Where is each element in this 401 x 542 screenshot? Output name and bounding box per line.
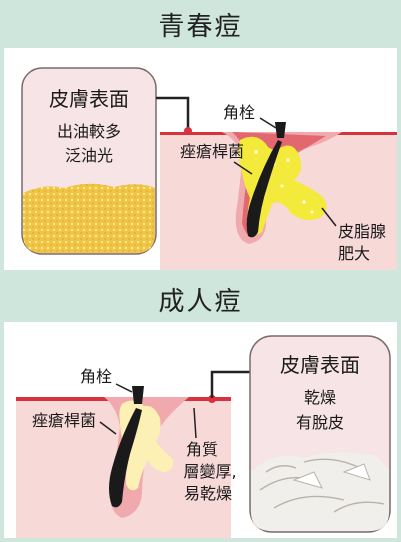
skin-box-line1: 乾燥	[304, 388, 336, 407]
keratin-label-line3: 易乾燥	[184, 484, 232, 503]
adult-title: 成人痘	[158, 287, 243, 317]
skin-box-title: 皮膚表面	[49, 87, 129, 111]
hair-follicle	[109, 408, 142, 508]
oily-skin-box	[21, 67, 157, 255]
gland-label-line1: 皮脂腺	[338, 222, 386, 241]
connector-dot	[208, 395, 216, 403]
skin-box-title: 皮膚表面	[280, 353, 360, 377]
bacteria-label: 痤瘡桿菌	[180, 142, 244, 161]
gland-label-line2: 肥大	[338, 244, 370, 263]
hair-follicle	[246, 140, 282, 238]
dry-skin-box	[249, 335, 391, 533]
acne-panel: 皮膚表面 出油較多 泛油光 角栓	[4, 48, 397, 270]
acne-title: 青春痘	[158, 12, 243, 42]
bacteria-label: 痤瘡桿菌	[32, 411, 96, 430]
adult-illustration: 皮膚表面 乾燥 有脫皮 角栓 痤瘡桿菌 角質 層變厚, 易乾燥	[16, 335, 391, 538]
connector-line	[156, 96, 190, 130]
adult-panel: 皮膚表面 乾燥 有脫皮 角栓 痤瘡桿菌 角質 層變厚, 易乾燥	[4, 322, 397, 538]
plug-mark	[275, 122, 286, 138]
keratin-label-line2: 層變厚,	[183, 462, 236, 481]
connector-line	[210, 370, 250, 398]
skin-box-line1: 出油較多	[57, 122, 121, 141]
plug-mark	[132, 386, 144, 404]
plug-label: 角栓	[223, 103, 255, 122]
acne-illustration: 皮膚表面 出油較多 泛油光 角栓	[21, 67, 397, 270]
skin-box-line2: 有脫皮	[296, 413, 344, 432]
plug-label: 角栓	[80, 367, 112, 386]
skin-box-line2: 泛油光	[65, 146, 113, 165]
keratin-label-line1: 角質	[186, 440, 218, 459]
